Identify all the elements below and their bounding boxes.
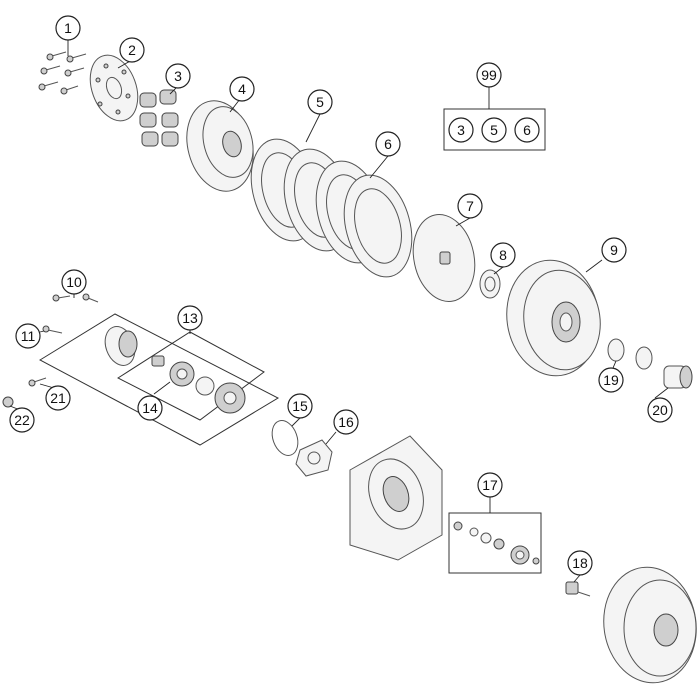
- callout-4: 4: [229, 76, 255, 102]
- callout-17-label: 17: [482, 477, 498, 493]
- part-gasket-16: [295, 439, 333, 477]
- callout-6: 6: [375, 131, 401, 157]
- callout-3: 3: [165, 63, 191, 89]
- callout-2-label: 2: [128, 42, 136, 58]
- part-bolt-18: [565, 581, 591, 597]
- callout-15: 15: [287, 393, 313, 419]
- callout-8-label: 8: [499, 247, 507, 263]
- callout-99-label: 99: [481, 67, 497, 83]
- kit-99-item-3: 6: [514, 117, 540, 143]
- part-clutch-basket-9: [506, 259, 601, 377]
- callout-5: 5: [307, 89, 333, 115]
- group-13-frame: [38, 313, 280, 446]
- part-sleeve-20: [663, 365, 693, 389]
- callout-3-label: 3: [174, 68, 182, 84]
- callout-16: 16: [333, 409, 359, 435]
- callout-7-label: 7: [466, 198, 474, 214]
- callout-8: 8: [490, 242, 516, 268]
- part-pressure-plate-2: [89, 54, 139, 122]
- callout-9: 9: [601, 237, 627, 263]
- callout-15-label: 15: [292, 398, 308, 414]
- callout-18: 18: [567, 550, 593, 576]
- callout-19-label: 19: [603, 372, 619, 388]
- kit-99-item-2: 5: [481, 117, 507, 143]
- part-seal-kit-17: [453, 521, 540, 565]
- callout-99: 99: [476, 62, 502, 88]
- part-bolt-10: [52, 293, 99, 303]
- part-inner-hub-4: [186, 100, 254, 192]
- callout-5-label: 5: [316, 94, 324, 110]
- part-bearings-14: [151, 355, 246, 414]
- callout-16-label: 16: [338, 414, 354, 430]
- callout-11: 11: [15, 323, 41, 349]
- callout-6-label: 6: [384, 136, 392, 152]
- callout-22: 22: [9, 407, 35, 433]
- part-screw-22: [2, 396, 14, 408]
- part-bolt-11: [42, 325, 63, 334]
- kit-99-item-3-label: 6: [523, 122, 531, 138]
- callout-10: 10: [61, 269, 87, 295]
- part-cover-housing-13: [104, 326, 138, 366]
- callout-4-label: 4: [238, 81, 246, 97]
- callout-14-label: 14: [142, 400, 158, 416]
- callout-10-label: 10: [66, 274, 82, 290]
- callout-17: 17: [477, 472, 503, 498]
- part-bushings-19: [607, 338, 653, 370]
- callout-20-label: 20: [652, 402, 668, 418]
- callout-21-label: 21: [50, 390, 66, 406]
- callout-9-label: 9: [610, 242, 618, 258]
- kit-99-item-2-label: 5: [490, 122, 498, 138]
- callout-13-label: 13: [182, 310, 198, 326]
- callout-7: 7: [457, 193, 483, 219]
- callout-1-label: 1: [64, 20, 72, 36]
- part-washer-8: [479, 269, 501, 299]
- kit-99-box: [443, 108, 546, 151]
- group-17-frame: [448, 512, 542, 574]
- callout-13: 13: [177, 305, 203, 331]
- part-thrust-plate-7: [412, 214, 476, 302]
- callout-20: 20: [647, 397, 673, 423]
- part-bolts-1: [38, 51, 87, 95]
- part-primary-gear: [603, 566, 697, 684]
- part-steel-discs-6: [315, 160, 413, 278]
- callout-2: 2: [119, 37, 145, 63]
- part-clutch-springs-3: [139, 89, 179, 147]
- part-o-ring-15: [271, 420, 299, 456]
- part-clutch-cover: [349, 435, 443, 561]
- part-screw-21: [28, 377, 47, 387]
- callout-19: 19: [598, 367, 624, 393]
- callout-21: 21: [45, 385, 71, 411]
- callout-14: 14: [137, 395, 163, 421]
- callout-18-label: 18: [572, 555, 588, 571]
- callout-22-label: 22: [14, 412, 30, 428]
- callout-11-label: 11: [21, 328, 36, 344]
- kit-99-item-1-label: 3: [457, 122, 465, 138]
- callout-1: 1: [55, 15, 81, 41]
- group-14-frame: [116, 331, 265, 421]
- kit-99-item-1: 3: [448, 117, 474, 143]
